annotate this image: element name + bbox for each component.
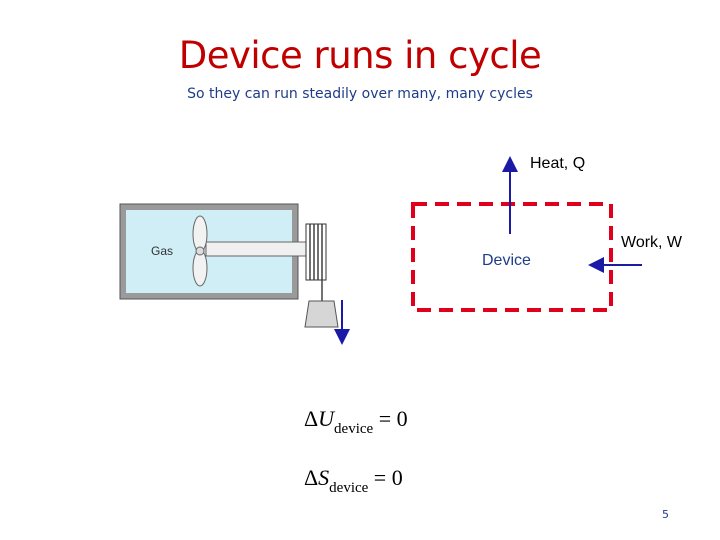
eq2-delta: Δ (304, 465, 319, 490)
device-boundary (411, 202, 613, 312)
heat-label: Heat, Q (530, 155, 586, 172)
eq1-variable: U (318, 406, 335, 431)
eq1-rhs: = 0 (378, 406, 408, 431)
device-label: Device (482, 252, 531, 269)
slide-subtitle: So they can run steadily over many, many… (187, 86, 533, 102)
entropy-equation: ΔSdevice = 0 (304, 465, 403, 496)
stirring-paddle (192, 215, 208, 287)
internal-energy-equation: ΔUdevice = 0 (304, 406, 408, 437)
eq1-subscript: device (334, 421, 374, 437)
page-number: 5 (662, 508, 669, 521)
piston-cylinder-apparatus (119, 203, 339, 328)
gas-label: Gas (151, 244, 174, 258)
eq1-delta: Δ (304, 406, 319, 431)
hanging-weight (304, 300, 339, 328)
eq2-variable: S (318, 465, 330, 490)
eq2-subscript: device (329, 480, 369, 496)
slide-title: Device runs in cycle (178, 34, 542, 77)
pulley-wheel (305, 223, 327, 281)
eq2-rhs: = 0 (373, 465, 403, 490)
piston-rod (205, 241, 307, 257)
work-label: Work, W (621, 234, 683, 251)
